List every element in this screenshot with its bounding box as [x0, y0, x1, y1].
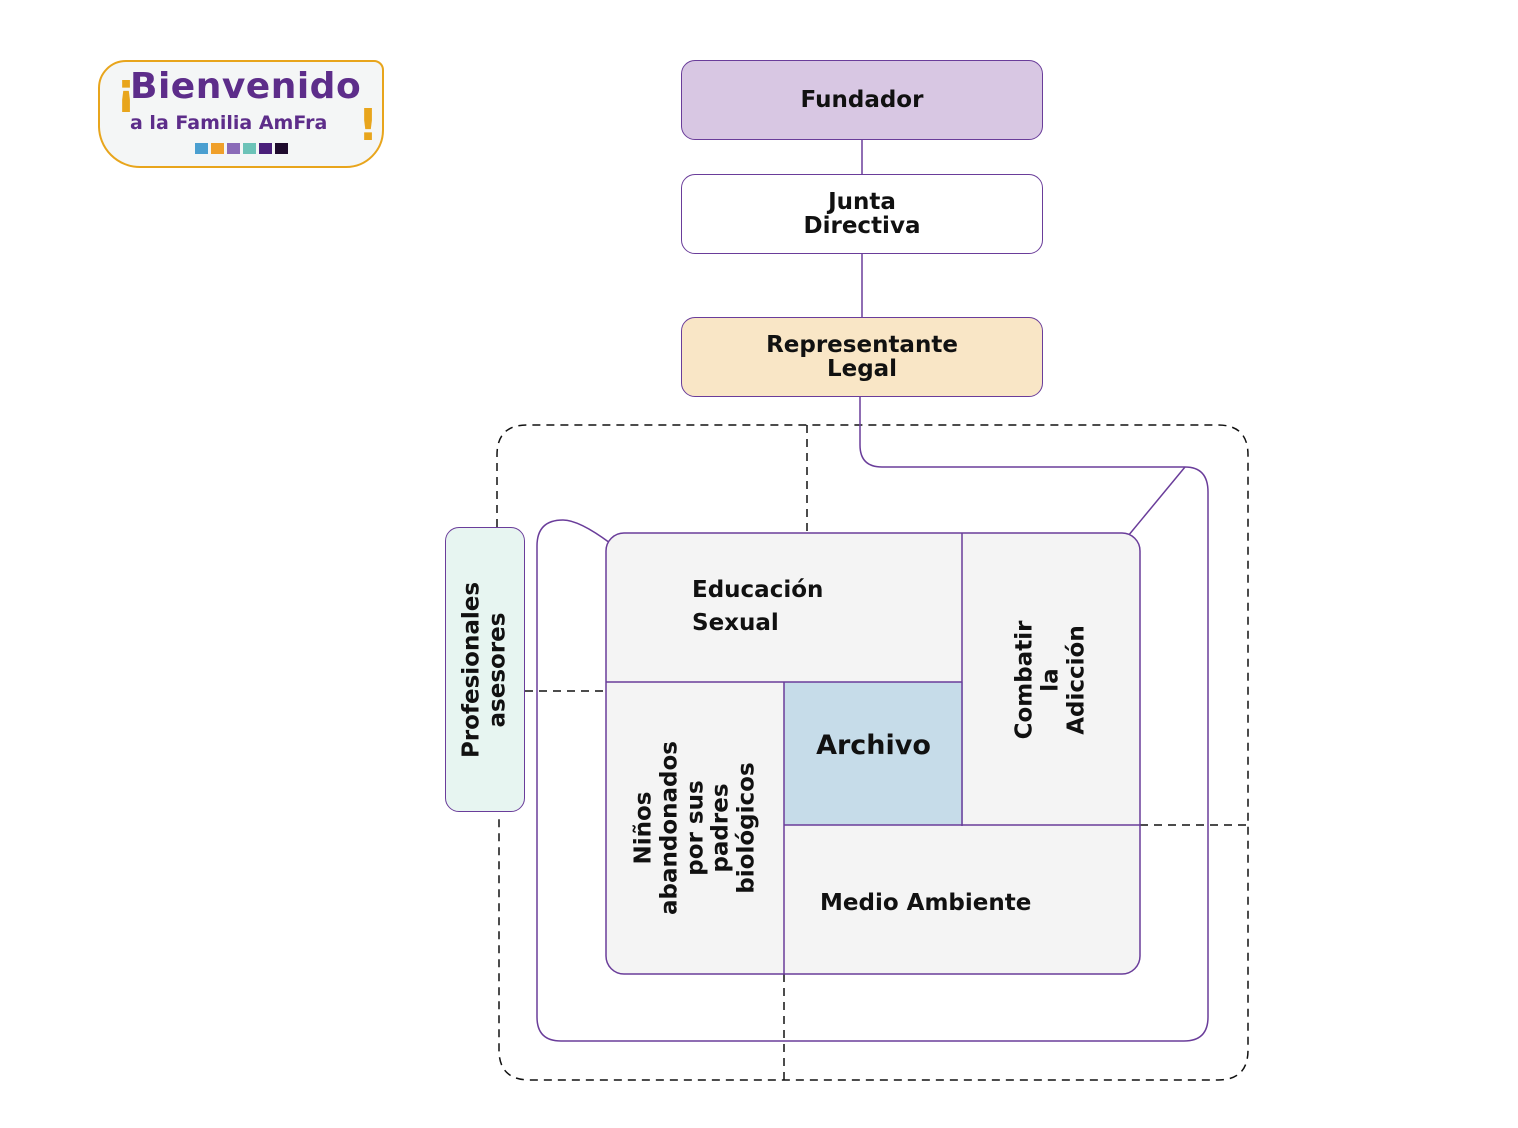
logo-swatch — [259, 143, 272, 154]
node-profesionales-asesores: Profesionales asesores — [445, 527, 525, 812]
logo-swatch — [275, 143, 288, 154]
medio-ambiente-label: Medio Ambiente — [820, 890, 1032, 916]
logo-swatch — [211, 143, 224, 154]
cell-ninos-abandonados: Niños abandonados por sus padres biológi… — [606, 682, 785, 974]
logo-badge — [98, 60, 384, 168]
archivo-label: Archivo — [816, 730, 931, 761]
cell-archivo: Archivo — [784, 682, 963, 826]
line-representante-programs — [536, 397, 1209, 1042]
ninos-abandonados-label: Niños abandonados por sus padres biológi… — [630, 740, 760, 915]
logo-exclamation-open: ¡ — [116, 64, 137, 115]
combatir-adiccion-label: Combatir la Adicción — [1011, 620, 1089, 739]
cell-combatir-adiccion: Combatir la Adicción — [962, 533, 1140, 826]
dashed-outer-boundary — [496, 424, 1249, 1081]
cell-educacion-sexual: Educación Sexual — [606, 533, 963, 683]
logo-exclamation-close: ! — [358, 100, 379, 151]
line-to-program-box — [1127, 466, 1186, 537]
node-fundador: Fundador — [681, 60, 1043, 140]
node-junta-directiva: Junta Directiva — [681, 174, 1043, 254]
educacion-sexual-label: Educación Sexual — [692, 577, 824, 637]
logo-swatch — [227, 143, 240, 154]
cell-medio-ambiente: Medio Ambiente — [784, 825, 1140, 974]
logo-subtitle: a la Familia AmFra — [130, 112, 328, 134]
logo-title: Bienvenido — [130, 66, 362, 107]
logo-swatch — [243, 143, 256, 154]
node-representante-legal: Representante Legal — [681, 317, 1043, 397]
logo-color-swatches — [195, 143, 288, 154]
logo-swatch — [195, 143, 208, 154]
profesionales-asesores-label: Profesionales asesores — [458, 581, 510, 758]
